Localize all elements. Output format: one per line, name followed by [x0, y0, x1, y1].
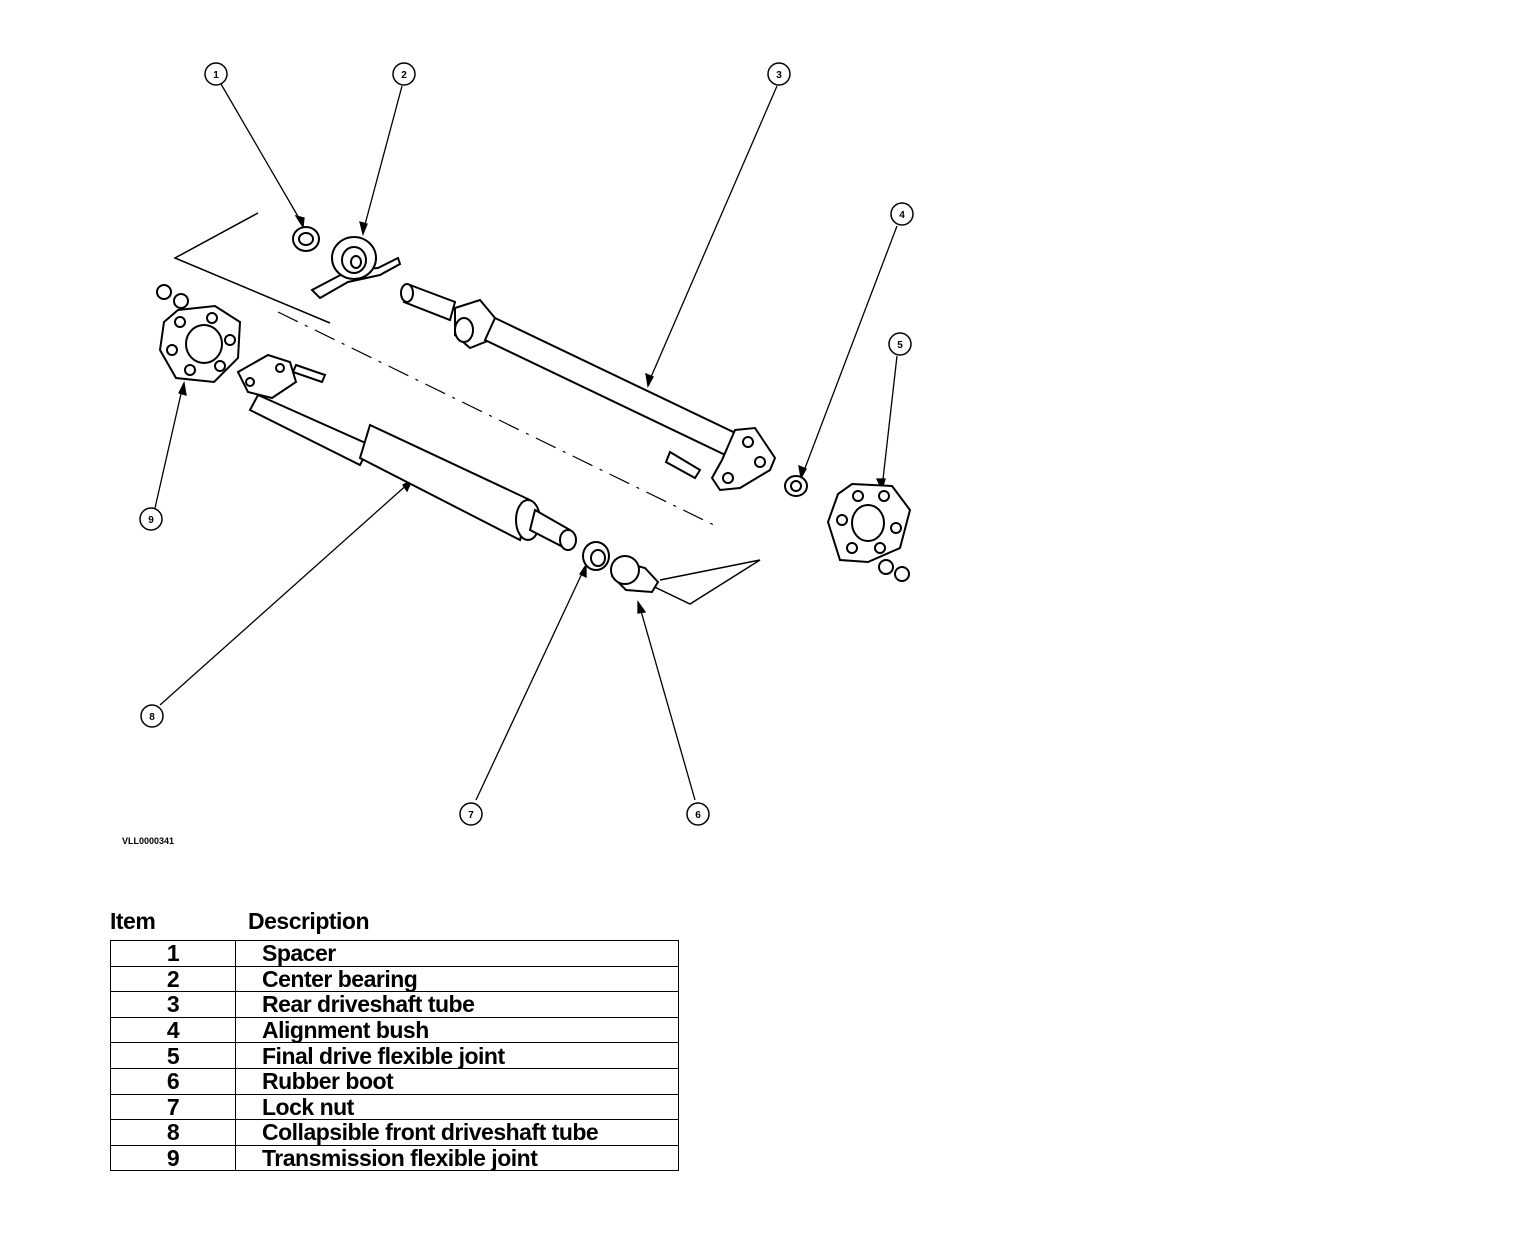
- exploded-driveshaft-diagram: 1 2 3 4 5 6 7 8 9: [139, 62, 914, 826]
- table-row: 2 Center bearing: [110, 965, 679, 993]
- table-row: 3 Rear driveshaft tube: [110, 991, 679, 1018]
- transmission-flexible-joint-part: [156, 284, 242, 384]
- callout-4: 4: [890, 202, 914, 226]
- svg-text:8: 8: [149, 712, 155, 723]
- callout-3: 3: [767, 62, 791, 86]
- callout-9: 9: [139, 507, 163, 531]
- item-number: 2: [110, 965, 236, 993]
- callout-8: 8: [140, 704, 164, 728]
- table-row: 5 Final drive flexible joint: [110, 1042, 679, 1069]
- item-description: Center bearing: [235, 965, 679, 993]
- table-header-item: Item: [110, 908, 156, 934]
- callout-2: 2: [392, 62, 416, 86]
- item-number: 5: [110, 1042, 236, 1069]
- callout-7: 7: [459, 802, 483, 826]
- item-number: 9: [110, 1144, 236, 1172]
- callout-1: 1: [204, 62, 228, 86]
- svg-text:7: 7: [468, 810, 474, 821]
- table-row: 7 Lock nut: [110, 1093, 679, 1121]
- lock-nut-part: [582, 541, 610, 571]
- item-number: 8: [110, 1119, 236, 1146]
- item-description: Alignment bush: [235, 1016, 679, 1044]
- parts-table: 1 Spacer 2 Center bearing 3 Rear drivesh…: [110, 940, 679, 1172]
- callout-6: 6: [686, 802, 710, 826]
- svg-text:4: 4: [899, 210, 905, 221]
- collapsible-front-driveshaft-tube-part: [236, 353, 577, 551]
- table-row: 9 Transmission flexible joint: [110, 1144, 679, 1172]
- item-description: Collapsible front driveshaft tube: [235, 1119, 679, 1146]
- table-row: 6 Rubber boot: [110, 1067, 679, 1095]
- svg-text:6: 6: [695, 810, 701, 821]
- figure-id-label: VLL0000341: [122, 836, 175, 846]
- center-bearing-part: [310, 236, 402, 300]
- callout-5: 5: [888, 332, 912, 356]
- rubber-boot-part: [610, 555, 660, 594]
- item-description: Lock nut: [235, 1093, 679, 1121]
- item-number: 6: [110, 1067, 236, 1095]
- final-drive-flexible-joint-part: [826, 482, 912, 582]
- table-row: 4 Alignment bush: [110, 1016, 679, 1044]
- assembly-plane-outline: [173, 212, 331, 324]
- alignment-bush-part: [784, 475, 808, 497]
- item-number: 1: [110, 940, 236, 967]
- item-description: Rubber boot: [235, 1067, 679, 1095]
- item-description: Final drive flexible joint: [235, 1042, 679, 1069]
- svg-text:5: 5: [897, 340, 903, 351]
- assembly-plane-outline-lower: [639, 559, 761, 605]
- rear-driveshaft-tube-part: [400, 283, 777, 492]
- item-number: 3: [110, 991, 236, 1018]
- item-description: Rear driveshaft tube: [235, 991, 679, 1018]
- item-number: 4: [110, 1016, 236, 1044]
- item-description: Spacer: [235, 940, 679, 967]
- item-description: Transmission flexible joint: [235, 1144, 679, 1172]
- spacer-part: [292, 226, 320, 252]
- svg-text:1: 1: [213, 70, 219, 81]
- svg-text:2: 2: [401, 70, 407, 81]
- leader-lines: [154, 83, 898, 801]
- table-row: 1 Spacer: [110, 940, 679, 967]
- svg-text:3: 3: [776, 70, 782, 81]
- svg-text:9: 9: [148, 515, 154, 526]
- table-row: 8 Collapsible front driveshaft tube: [110, 1119, 679, 1146]
- item-number: 7: [110, 1093, 236, 1121]
- table-header-description: Description: [248, 908, 370, 934]
